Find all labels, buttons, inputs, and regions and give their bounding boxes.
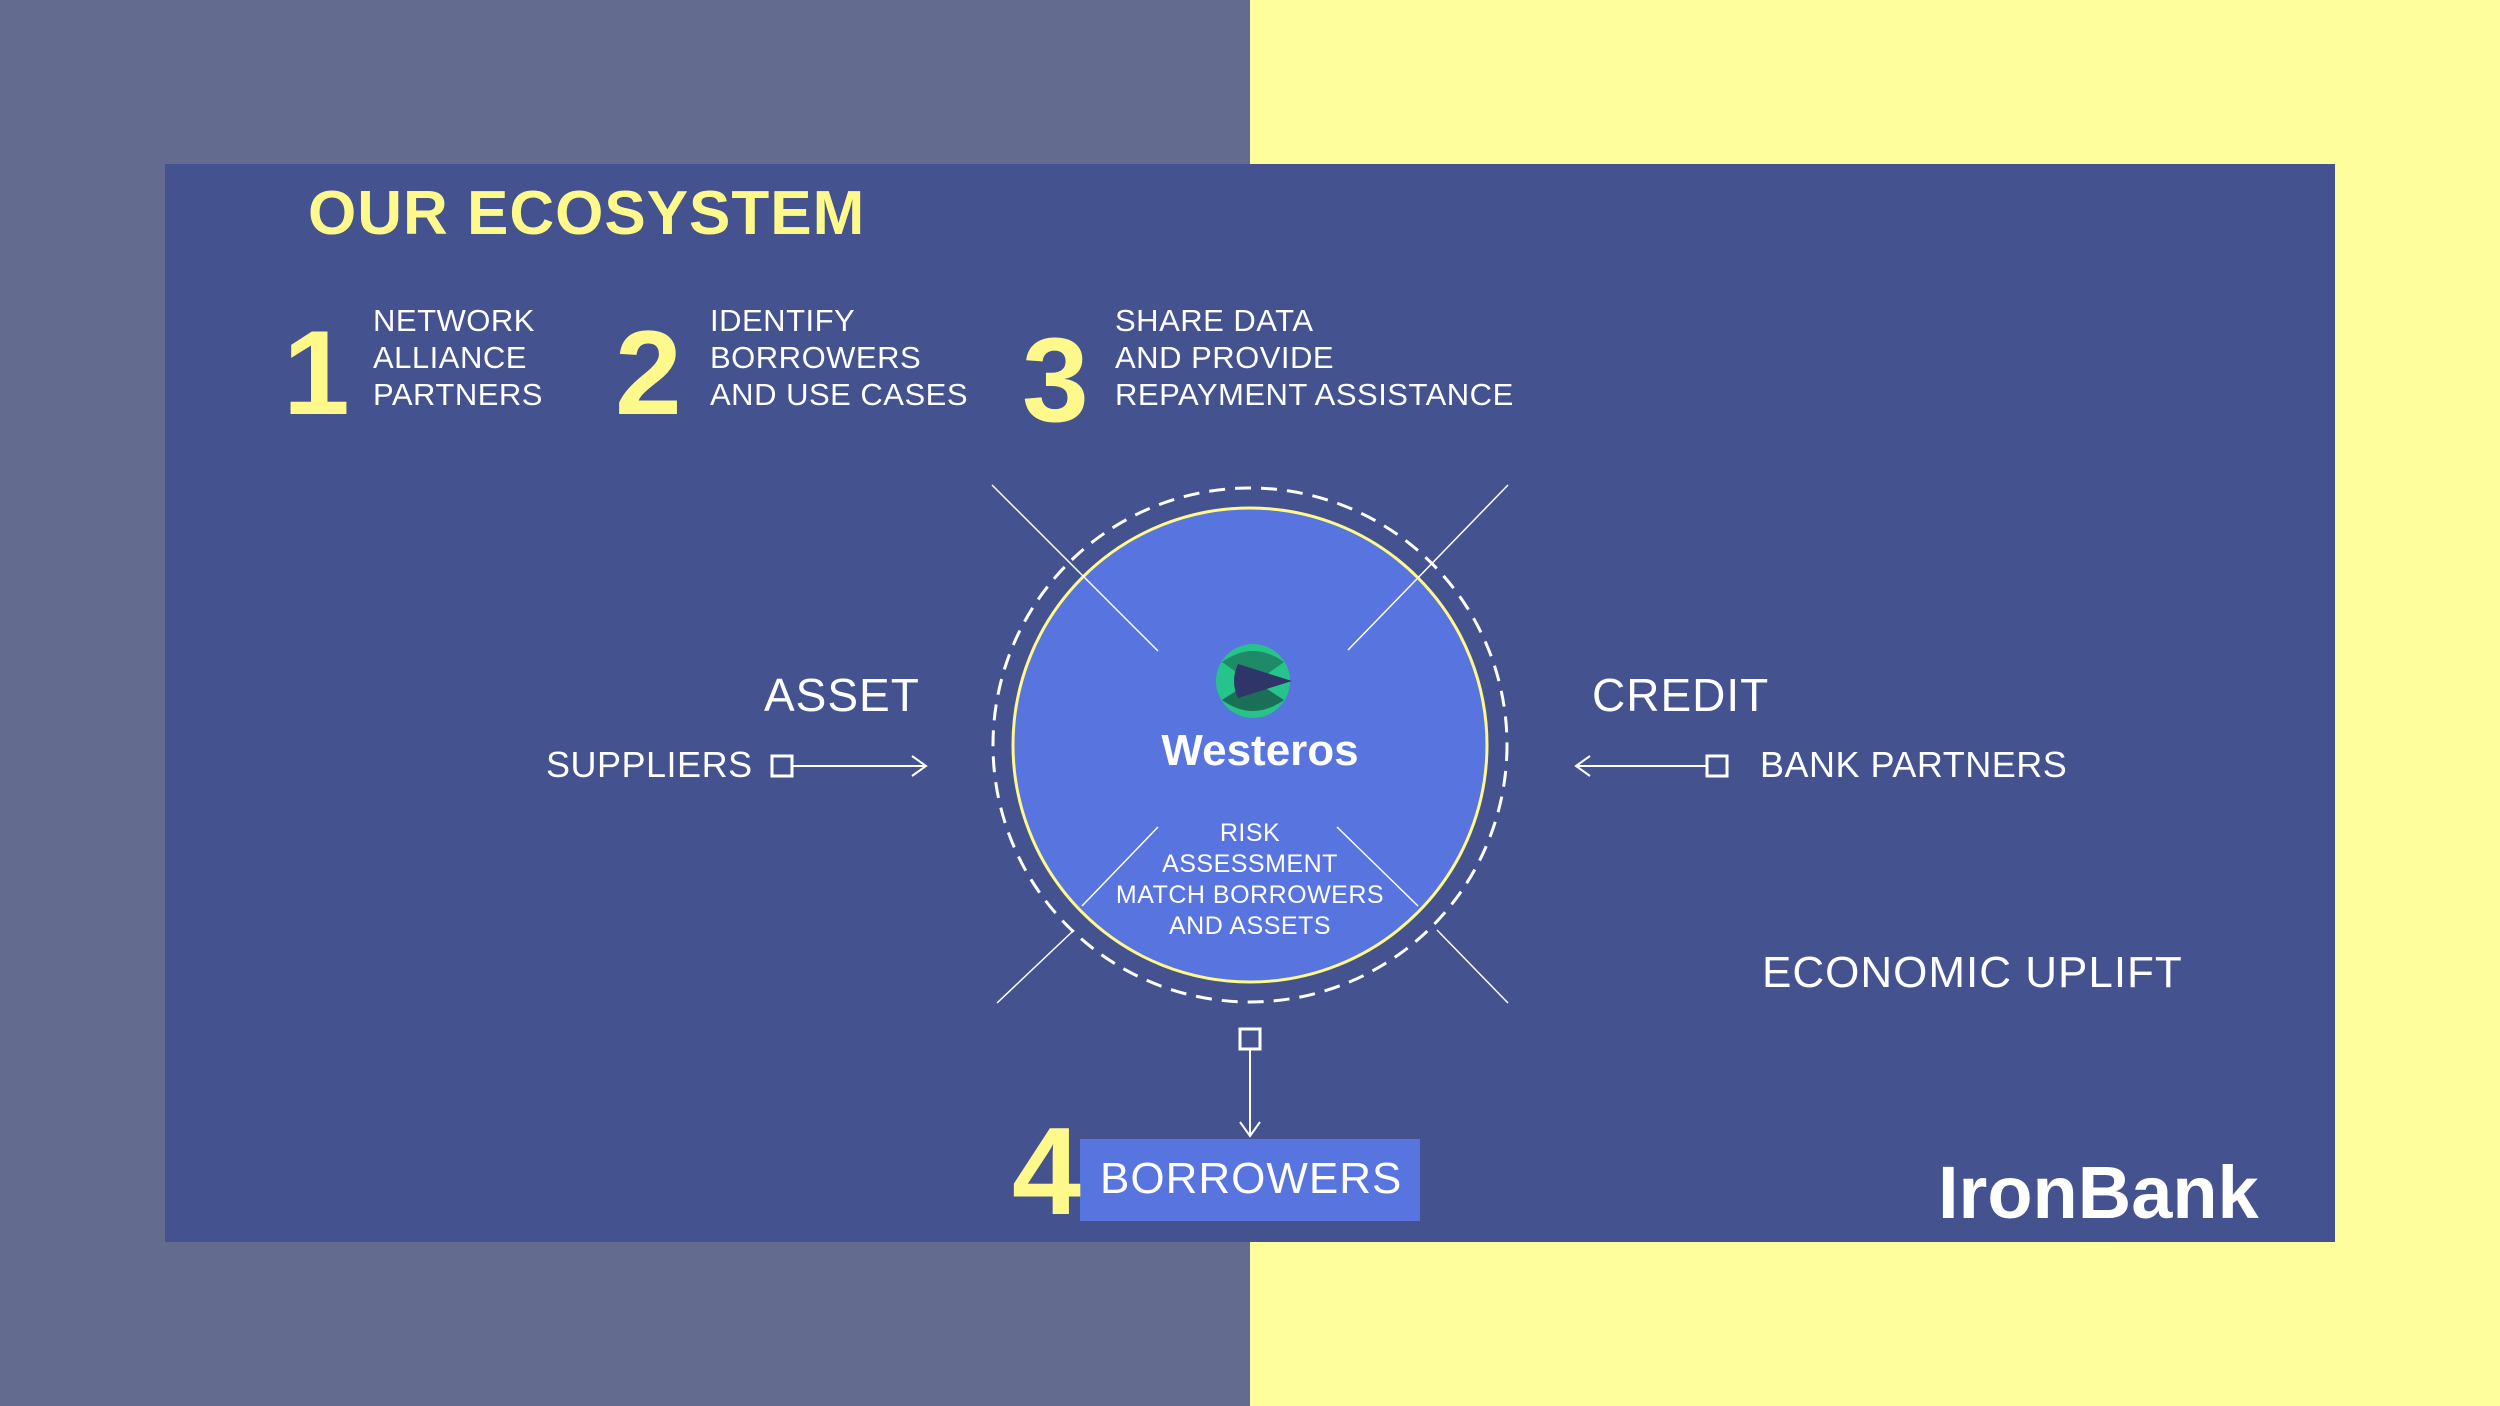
hub-line-3: MATCH BORROWERS xyxy=(1115,881,1385,909)
step-3-line-2: AND PROVIDE xyxy=(1115,340,1335,375)
step-1-line-1: NETWORK xyxy=(373,303,535,338)
suppliers-label: SUPPLIERS xyxy=(546,744,753,785)
credit-heading: CREDIT xyxy=(1592,669,1770,721)
step-3-line-3: REPAYMENT ASSISTANCE xyxy=(1115,377,1514,412)
borrowers-arrow-head xyxy=(1239,1121,1261,1138)
spoke-top-left xyxy=(991,484,1159,652)
step-3-number: 3 xyxy=(1022,313,1089,447)
westeros-logo-icon xyxy=(1216,644,1292,718)
economic-uplift-label: ECONOMIC UPLIFT xyxy=(1762,948,2183,997)
outer-dashed-ring xyxy=(991,486,1509,1004)
hub-description: RISK ASSESSMENT MATCH BORROWERS AND ASSE… xyxy=(1085,818,1415,942)
borrowers-box xyxy=(1080,1139,1420,1221)
step-3-line-1: SHARE DATA xyxy=(1115,303,1314,338)
hub-circle xyxy=(1011,506,1489,984)
bank-partners-arrow-head xyxy=(1574,755,1591,777)
suppliers-arrow-head xyxy=(911,755,928,777)
spoke-outer-bottom-left xyxy=(996,929,1075,1004)
suppliers-node-square xyxy=(770,754,794,778)
step-1-line-2: ALLIANCE xyxy=(373,340,527,375)
step-1-line-3: PARTNERS xyxy=(373,377,543,412)
ironbank-logo: IronBank xyxy=(1938,1151,2259,1234)
spoke-top-right xyxy=(1347,484,1509,651)
step-2-line-2: BORROWERS xyxy=(710,340,922,375)
asset-heading: ASSET xyxy=(764,669,920,721)
hub-line-1: RISK xyxy=(1219,819,1281,847)
step-2-line-1: IDENTIFY xyxy=(710,303,856,338)
bank-partners-node-square xyxy=(1705,754,1729,778)
step-4-number: 4 xyxy=(1012,1103,1081,1241)
step-1-text: NETWORK ALLIANCE PARTNERS xyxy=(373,302,543,413)
step-2-text: IDENTIFY BORROWERS AND USE CASES xyxy=(710,302,968,413)
hub-name: Westeros xyxy=(1161,726,1359,775)
step-3-text: SHARE DATA AND PROVIDE REPAYMENT ASSISTA… xyxy=(1115,302,1514,413)
step-2-line-3: AND USE CASES xyxy=(710,377,969,412)
spoke-inner-bottom-right xyxy=(1336,826,1419,907)
slide-title: OUR ECOSYSTEM xyxy=(308,179,866,248)
hub-line-2: ASSESSMENT xyxy=(1162,850,1338,878)
borrowers-node-square xyxy=(1238,1027,1262,1051)
hub-line-4: AND ASSETS xyxy=(1169,912,1331,940)
step-2-number: 2 xyxy=(615,306,682,440)
borrowers-label: BORROWERS xyxy=(1100,1154,1403,1203)
spoke-outer-bottom-right xyxy=(1436,929,1509,1004)
step-1-number: 1 xyxy=(283,306,350,440)
spokes xyxy=(991,484,1509,1004)
bank-partners-label: BANK PARTNERS xyxy=(1760,744,2068,785)
spoke-inner-bottom-left xyxy=(1081,826,1159,907)
